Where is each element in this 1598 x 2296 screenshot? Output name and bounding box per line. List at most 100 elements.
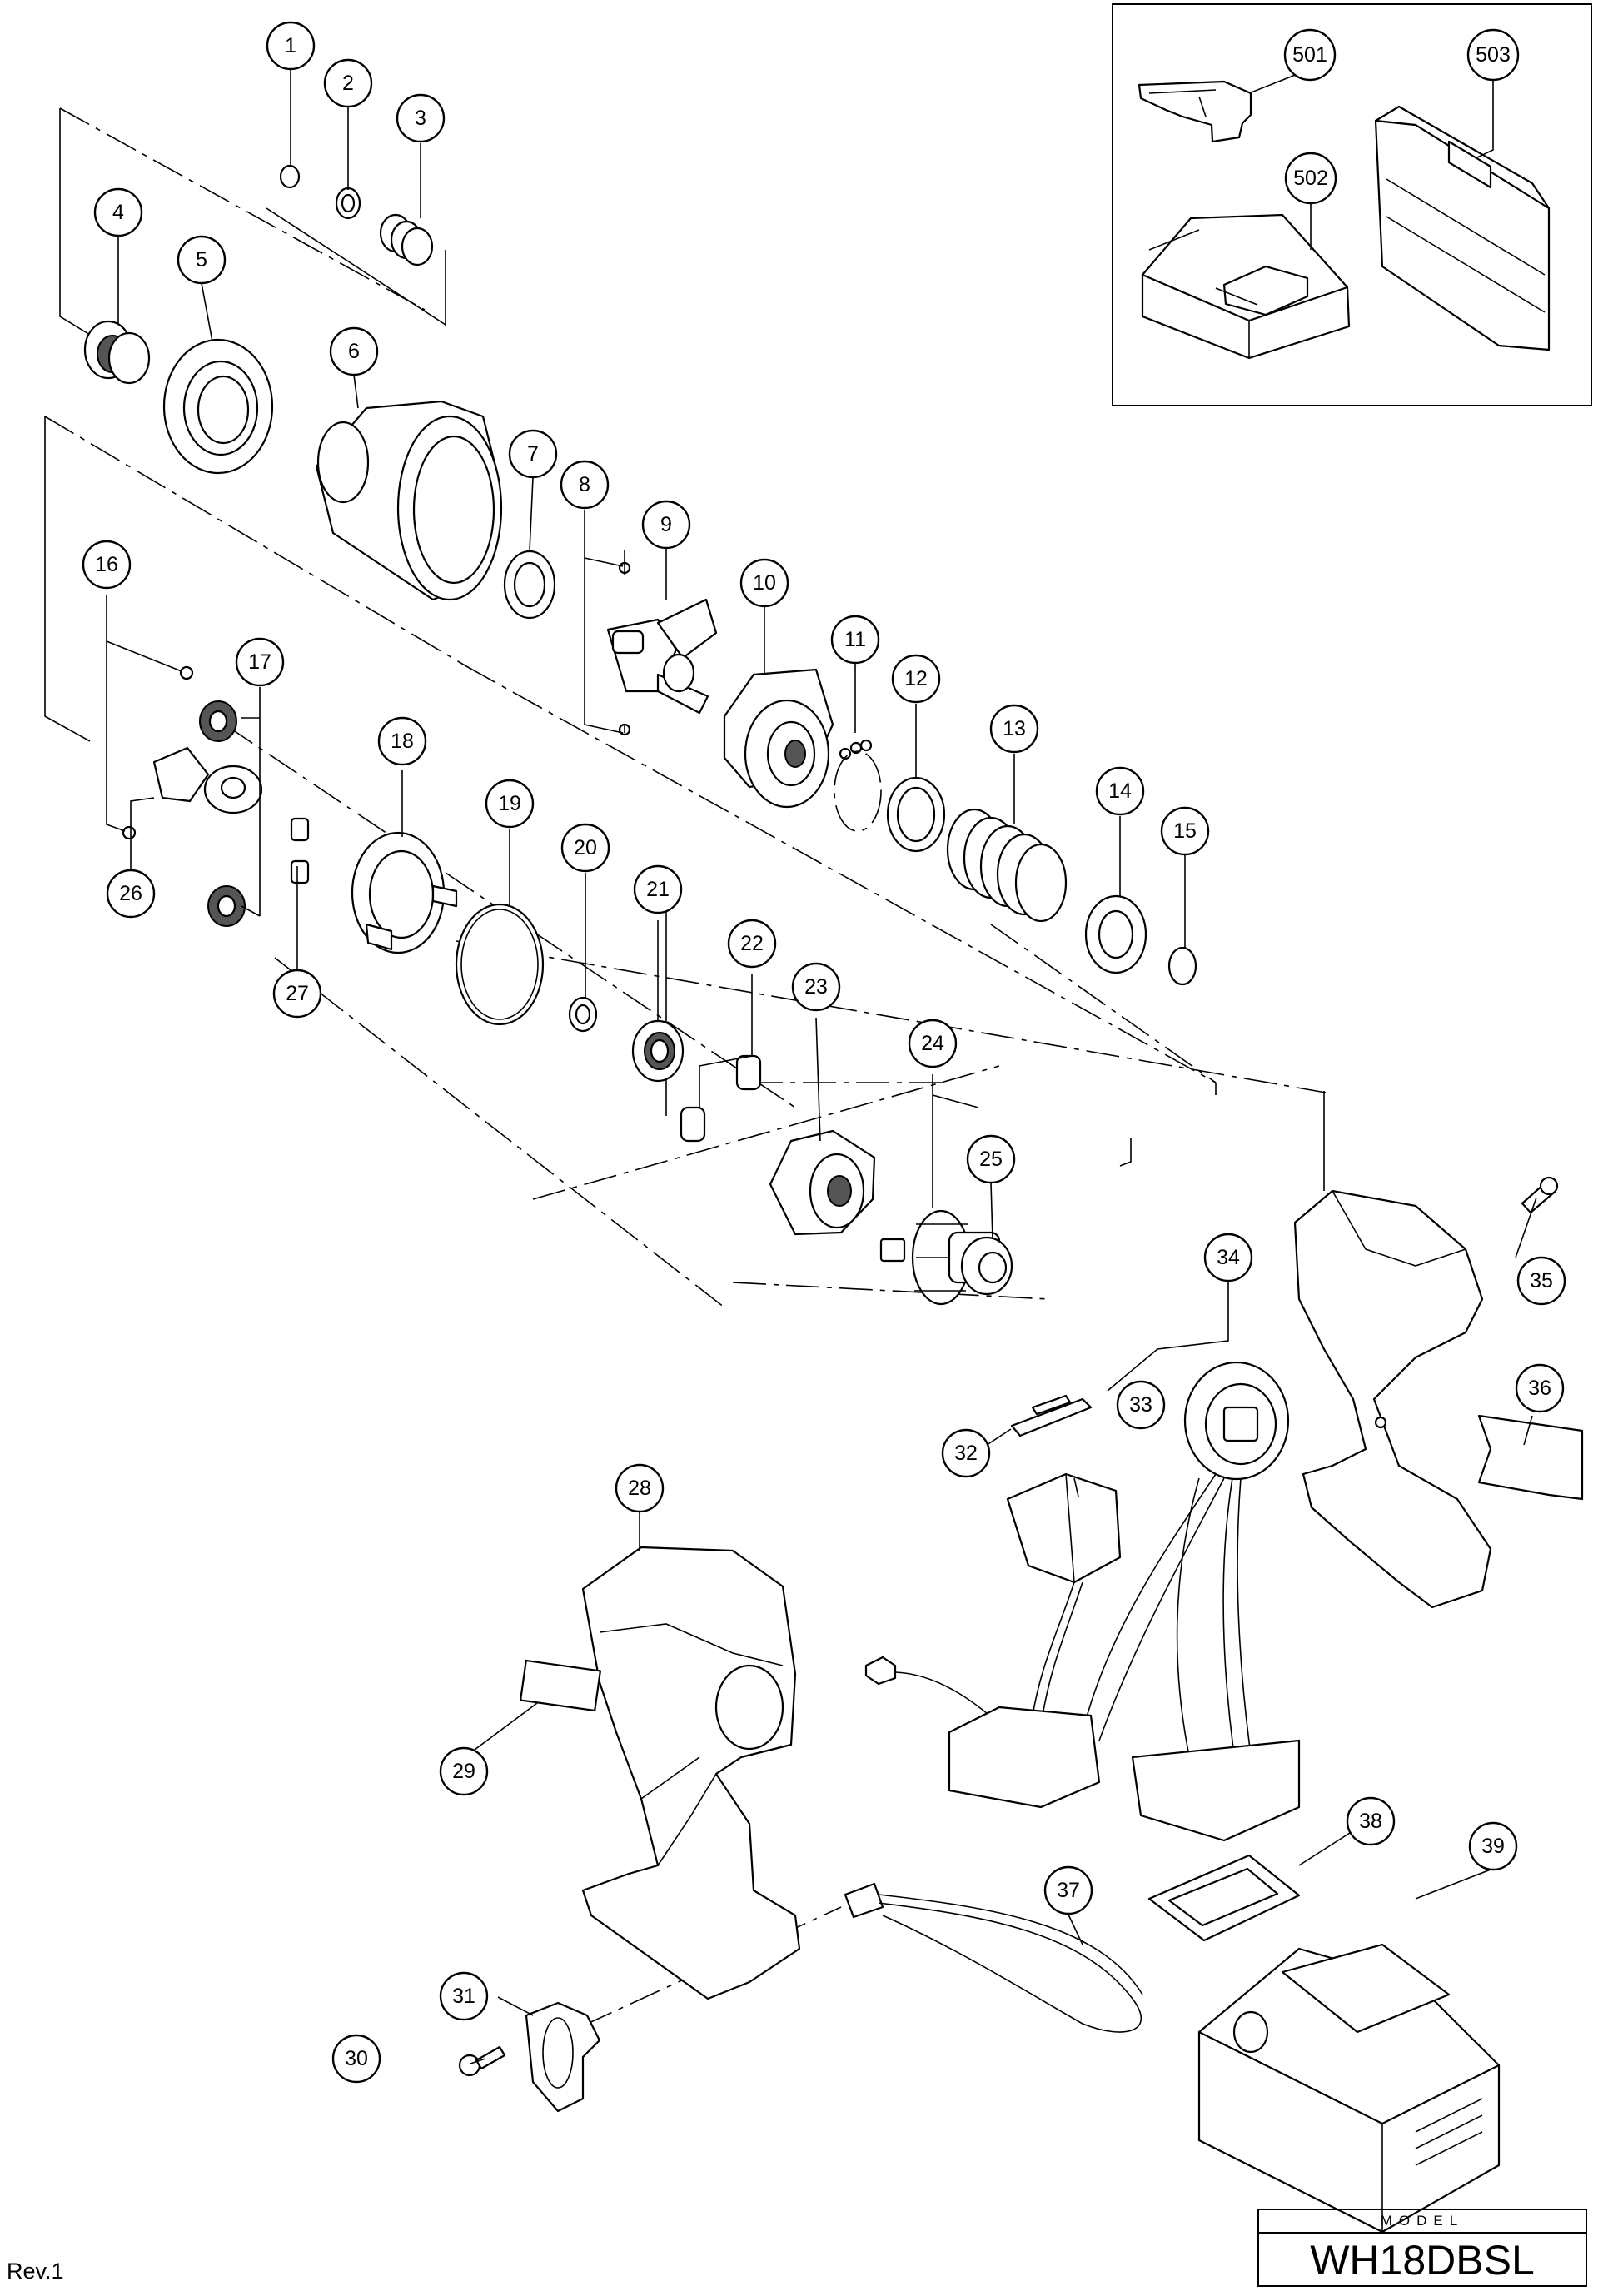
callout-503[interactable]: 503 — [1466, 28, 1520, 82]
callout-5[interactable]: 5 — [177, 235, 227, 285]
part-7-washer — [503, 550, 556, 620]
part-23-holder — [769, 1129, 876, 1236]
svg-text:27: 27 — [286, 982, 309, 1005]
callout-6[interactable]: 6 — [329, 326, 379, 376]
svg-text:15: 15 — [1173, 819, 1197, 843]
svg-text:9: 9 — [660, 513, 672, 536]
callout-21[interactable]: 21 — [633, 864, 683, 914]
part-20-washer — [568, 996, 598, 1033]
callout-36[interactable]: 36 — [1515, 1363, 1565, 1413]
svg-text:31: 31 — [452, 1985, 475, 2008]
callout-23[interactable]: 23 — [791, 962, 841, 1012]
part-10-hammer — [723, 668, 834, 809]
svg-text:3: 3 — [415, 107, 426, 130]
part-34-stator — [1183, 1361, 1290, 1481]
part-39-battery — [1197, 1943, 1501, 2234]
callout-2[interactable]: 2 — [323, 58, 373, 108]
callout-20[interactable]: 20 — [560, 823, 610, 873]
callout-8[interactable]: 8 — [560, 460, 610, 510]
callout-1[interactable]: 1 — [266, 21, 316, 71]
svg-text:6: 6 — [348, 340, 360, 363]
callout-33[interactable]: 33 — [1116, 1380, 1166, 1430]
callout-22[interactable]: 22 — [727, 919, 777, 969]
svg-text:12: 12 — [904, 667, 928, 690]
housing-right — [1293, 1189, 1492, 1609]
part-16-ball-a — [179, 665, 194, 680]
svg-text:34: 34 — [1217, 1246, 1240, 1269]
part-12-washer — [886, 776, 946, 853]
part-35-screw — [1521, 1176, 1559, 1214]
callout-7[interactable]: 7 — [508, 429, 558, 479]
part-36-label — [1477, 1414, 1584, 1501]
part-5-cap — [162, 338, 274, 475]
callout-25[interactable]: 25 — [966, 1134, 1016, 1184]
callout-18[interactable]: 18 — [377, 716, 427, 766]
callout-37[interactable]: 37 — [1043, 1865, 1093, 1915]
svg-text:33: 33 — [1129, 1393, 1152, 1417]
callout-39[interactable]: 39 — [1468, 1821, 1518, 1871]
model-number: WH18DBSL — [1310, 2237, 1535, 2284]
part-17-spindle — [152, 700, 310, 927]
svg-text:503: 503 — [1476, 43, 1511, 67]
callout-502[interactable]: 502 — [1284, 152, 1337, 205]
part-29-label — [519, 1659, 602, 1712]
part-19-o-ring — [455, 903, 545, 1026]
svg-text:16: 16 — [95, 553, 118, 576]
callout-19[interactable]: 19 — [485, 779, 535, 829]
svg-text:7: 7 — [527, 442, 539, 466]
model-title-block: MODEL WH18DBSL — [1257, 2209, 1587, 2287]
callout-14[interactable]: 14 — [1095, 766, 1145, 816]
part-11-steel-balls — [834, 739, 882, 832]
callout-31[interactable]: 31 — [439, 1971, 489, 2021]
callout-26[interactable]: 26 — [106, 869, 156, 919]
svg-text:38: 38 — [1359, 1810, 1382, 1833]
callout-10[interactable]: 10 — [739, 558, 789, 608]
part-28-housing-left — [581, 1546, 801, 2000]
svg-text:2: 2 — [342, 72, 354, 95]
callout-32[interactable]: 32 — [941, 1428, 991, 1478]
callout-28[interactable]: 28 — [615, 1463, 665, 1513]
svg-text:23: 23 — [804, 975, 828, 999]
accessories-box — [1112, 3, 1592, 406]
callout-17[interactable]: 17 — [235, 637, 285, 687]
callout-38[interactable]: 38 — [1346, 1796, 1396, 1846]
callout-3[interactable]: 3 — [396, 93, 446, 143]
callout-13[interactable]: 13 — [989, 704, 1039, 754]
svg-text:13: 13 — [1003, 717, 1026, 740]
svg-text:501: 501 — [1292, 43, 1327, 67]
revision-label: Rev.1 — [7, 2259, 64, 2284]
callout-9[interactable]: 9 — [641, 500, 691, 550]
svg-text:20: 20 — [574, 836, 597, 859]
callout-11[interactable]: 11 — [830, 615, 880, 665]
part-501-hook — [1138, 80, 1252, 143]
svg-text:25: 25 — [979, 1148, 1003, 1171]
callout-29[interactable]: 29 — [439, 1746, 489, 1796]
svg-text:26: 26 — [119, 882, 142, 905]
svg-text:36: 36 — [1528, 1377, 1551, 1400]
svg-text:10: 10 — [753, 571, 776, 595]
part-15-ring — [1167, 946, 1197, 986]
part-24-rotor — [879, 1209, 1013, 1306]
callout-16[interactable]: 16 — [82, 540, 132, 590]
part-31-cover — [525, 2001, 601, 2113]
svg-text:22: 22 — [740, 932, 764, 955]
svg-text:39: 39 — [1481, 1835, 1505, 1858]
callout-501[interactable]: 501 — [1283, 28, 1337, 82]
svg-text:24: 24 — [921, 1032, 944, 1055]
svg-text:14: 14 — [1108, 779, 1132, 803]
callout-34[interactable]: 34 — [1203, 1233, 1253, 1282]
leader-lines — [106, 65, 1537, 2064]
callout-30[interactable]: 30 — [331, 2034, 381, 2084]
part-3-spring — [379, 213, 434, 266]
callout-35[interactable]: 35 — [1516, 1256, 1566, 1306]
callout-27[interactable]: 27 — [272, 969, 322, 1019]
callout-4[interactable]: 4 — [93, 187, 143, 237]
part-6-hammer-case — [315, 400, 503, 601]
callout-15[interactable]: 15 — [1160, 806, 1210, 856]
part-38-frame — [1147, 1854, 1301, 1942]
svg-text:30: 30 — [345, 2047, 368, 2070]
callout-24[interactable]: 24 — [908, 1019, 958, 1068]
callout-12[interactable]: 12 — [891, 654, 941, 704]
svg-text:502: 502 — [1293, 167, 1328, 190]
